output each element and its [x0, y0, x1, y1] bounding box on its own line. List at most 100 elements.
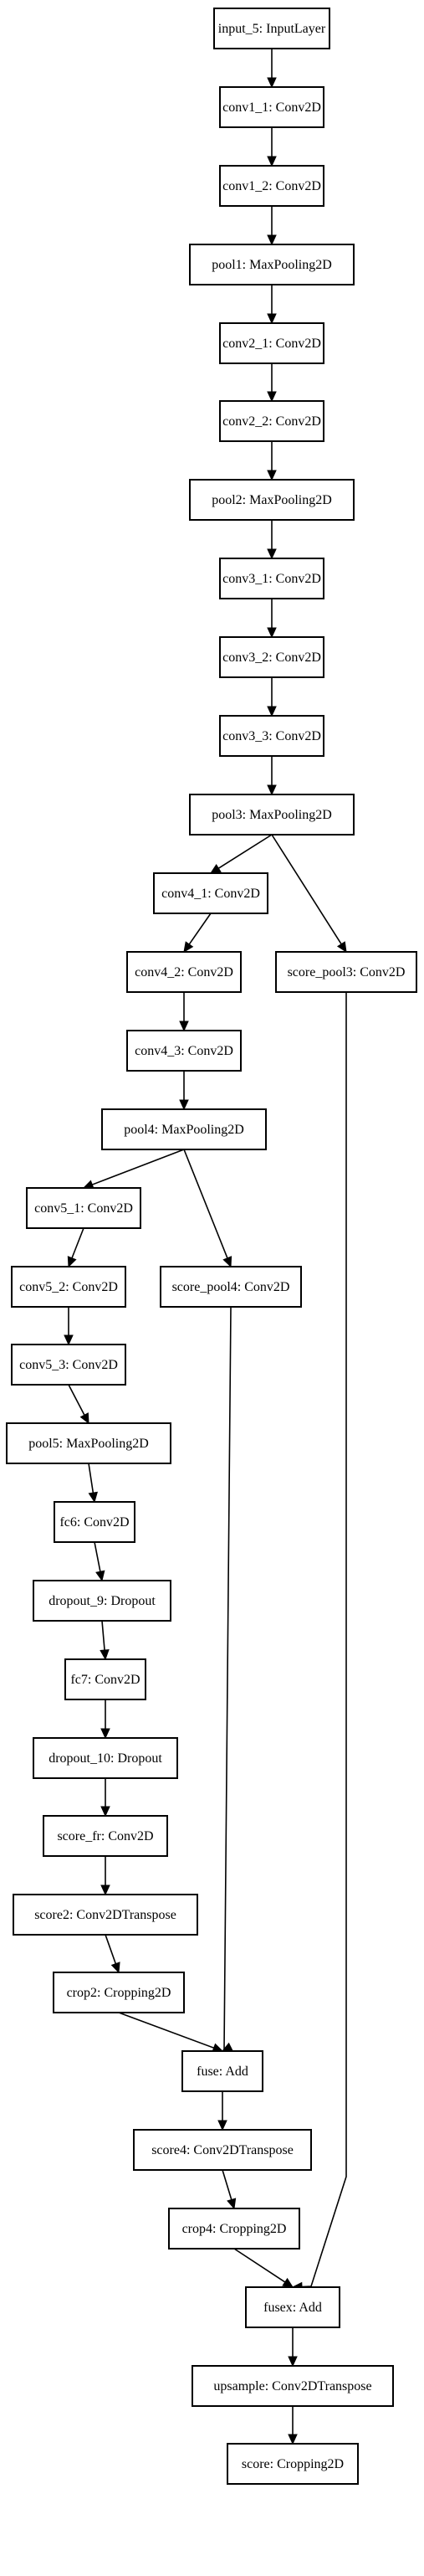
node-label: fc6: Conv2D [59, 1515, 129, 1530]
node-label: dropout_10: Dropout [49, 1751, 162, 1766]
node-crop4: crop4: Cropping2D [168, 2208, 300, 2250]
edge-dropout_9-to-fc7 [100, 1620, 110, 1661]
arrowhead-icon [88, 1491, 98, 1504]
node-conv4_1: conv4_1: Conv2D [153, 872, 268, 914]
arrowhead-icon [110, 1962, 120, 1974]
edge-fc7-to-dropout_10 [100, 1699, 110, 1740]
edge-line [94, 1541, 101, 1572]
node-dropout_10: dropout_10: Dropout [33, 1737, 178, 1779]
node-label: conv4_2: Conv2D [135, 965, 233, 979]
arrowhead-icon [100, 1806, 110, 1818]
edge-line [88, 1463, 95, 1494]
node-pool1: pool1: MaxPooling2D [189, 244, 355, 285]
node-box [26, 1187, 141, 1229]
arrowhead-icon [227, 2198, 237, 2210]
node-label: crop4: Cropping2D [182, 2222, 287, 2236]
arrowhead-icon [267, 706, 277, 717]
node-box [219, 165, 324, 207]
node-conv1_1: conv1_1: Conv2D [219, 86, 324, 128]
node-label: fc7: Conv2D [70, 1673, 140, 1687]
edge-score2-to-crop2 [105, 1934, 120, 1974]
node-label: dropout_9: Dropout [49, 1594, 156, 1608]
edge-conv4_3-to-pool4 [179, 1071, 189, 1111]
arrowhead-icon [288, 2434, 298, 2445]
node-label: pool5: MaxPooling2D [28, 1437, 149, 1451]
edge-line [271, 834, 342, 945]
arrowhead-icon [267, 391, 277, 403]
node-box [11, 1344, 126, 1386]
node-score_fr: score_fr: Conv2D [43, 1815, 168, 1857]
node-label: conv5_3: Conv2D [19, 1358, 118, 1372]
arrowhead-icon [67, 1256, 77, 1268]
edge-conv2_1-to-conv2_2 [267, 363, 277, 403]
edge-score_pool3-to-fusex [291, 992, 347, 2292]
node-score: score: Cropping2D [227, 2443, 359, 2485]
arrowhead-icon [267, 234, 277, 246]
node-box [219, 86, 324, 128]
node-score_pool4: score_pool4: Conv2D [160, 1266, 302, 1308]
edge-score_pool4-to-fuse [221, 1307, 233, 2052]
node-label: conv3_3: Conv2D [222, 729, 321, 743]
node-score4: score4: Conv2DTranspose [133, 2129, 312, 2171]
edge-fusex-to-upsample [288, 2327, 298, 2368]
node-box [219, 400, 324, 442]
edge-conv5_2-to-conv5_3 [64, 1307, 74, 1346]
arrowhead-icon [95, 1570, 105, 1582]
node-input_5: input_5: InputLayer [213, 8, 330, 49]
node-box [192, 2365, 394, 2407]
node-label: pool1: MaxPooling2D [212, 258, 332, 272]
edge-conv3_2-to-conv3_3 [267, 677, 277, 717]
edge-line [301, 992, 347, 2288]
node-box [219, 322, 324, 364]
node-conv5_2: conv5_2: Conv2D [11, 1266, 126, 1308]
node-fc7: fc7: Conv2D [64, 1658, 146, 1700]
node-label: upsample: Conv2DTranspose [213, 2379, 371, 2393]
node-label: pool3: MaxPooling2D [212, 808, 332, 822]
node-box [133, 2129, 312, 2171]
node-box [11, 1266, 126, 1308]
arrowhead-icon [179, 1099, 189, 1111]
node-box [53, 1972, 185, 2013]
node-box [101, 1108, 267, 1150]
node-pool4: pool4: MaxPooling2D [101, 1108, 267, 1150]
edge-conv5_1-to-conv5_2 [67, 1227, 84, 1268]
arrowhead-icon [179, 1021, 189, 1032]
node-conv4_3: conv4_3: Conv2D [126, 1030, 242, 1072]
node-box [168, 2208, 300, 2250]
node-crop2: crop2: Cropping2D [53, 1972, 185, 2013]
node-dropout_9: dropout_9: Dropout [33, 1580, 171, 1622]
node-box [189, 794, 355, 836]
node-box [126, 1030, 242, 1072]
arrowhead-icon [267, 77, 277, 89]
edge-conv4_2-to-conv4_3 [179, 992, 189, 1032]
arrowhead-icon [267, 313, 277, 325]
edge-conv4_1-to-conv4_2 [183, 913, 212, 953]
edge-fc6-to-dropout_9 [94, 1541, 105, 1582]
node-score_pool3: score_pool3: Conv2D [275, 951, 417, 993]
arrowhead-icon [100, 1649, 110, 1661]
node-conv3_3: conv3_3: Conv2D [219, 715, 324, 757]
node-box [6, 1422, 171, 1464]
node-upsample: upsample: Conv2DTranspose [192, 2365, 394, 2407]
arrowhead-icon [267, 784, 277, 796]
node-label: input_5: InputLayer [218, 22, 326, 36]
node-box [33, 1737, 178, 1779]
node-box [54, 1501, 135, 1543]
arrowhead-icon [100, 1884, 110, 1896]
arrowhead-icon [79, 1412, 89, 1425]
edge-conv3_3-to-pool3 [267, 756, 277, 796]
node-label: conv2_1: Conv2D [222, 337, 321, 351]
node-label: conv5_2: Conv2D [19, 1280, 118, 1294]
edge-conv1_2-to-pool1 [267, 206, 277, 246]
arrowhead-icon [288, 2356, 298, 2368]
node-label: conv4_3: Conv2D [135, 1044, 233, 1058]
node-conv3_2: conv3_2: Conv2D [219, 636, 324, 678]
node-conv1_2: conv1_2: Conv2D [219, 165, 324, 207]
arrowhead-icon [282, 2277, 294, 2288]
edge-conv1_1-to-conv1_2 [267, 127, 277, 167]
node-box [189, 244, 355, 285]
node-conv4_2: conv4_2: Conv2D [126, 951, 242, 993]
node-pool5: pool5: MaxPooling2D [6, 1422, 171, 1464]
node-label: pool2: MaxPooling2D [212, 493, 332, 507]
arrowhead-icon [267, 470, 277, 481]
